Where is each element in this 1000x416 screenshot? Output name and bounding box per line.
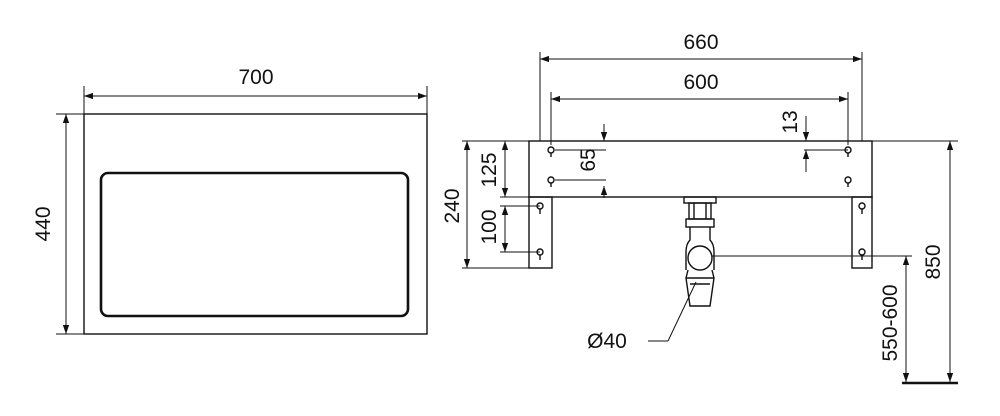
right-bracket-leg (851, 196, 873, 269)
siphon-trap (683, 196, 717, 307)
dim240-label: 240 (441, 188, 464, 223)
keyhole-slot-mid-right (844, 176, 852, 187)
dim600-label: 600 (683, 71, 718, 94)
dim660-label: 660 (683, 31, 718, 54)
keyhole-slot-mid-left (547, 176, 555, 187)
side-view: 660 600 13 65 240 125 100 850 (441, 31, 958, 385)
front-inner-basin (99, 171, 410, 318)
keyhole-slot-leg-right-bottom (858, 248, 866, 260)
keyhole-slot-top-left (547, 146, 555, 157)
left-bracket-leg (528, 196, 553, 269)
dim125-label: 125 (478, 152, 501, 187)
drain-diameter-label: Ø40 (587, 330, 627, 353)
front-height-label: 440 (32, 206, 55, 241)
keyhole-slot-leg-left-top (536, 202, 544, 214)
dim850-label: 850 (922, 244, 945, 279)
front-view: 700 440 (32, 66, 428, 335)
drain-diameter-leader-diag (667, 281, 697, 342)
keyhole-slot-leg-left-bottom (536, 248, 544, 260)
dim100-label: 100 (478, 209, 501, 244)
dim65-label: 65 (577, 148, 600, 171)
keyhole-slot-leg-right-top (858, 202, 866, 214)
front-outer-frame (83, 113, 428, 335)
dim550-label: 550-600 (879, 284, 902, 361)
keyhole-slot-top-right (844, 146, 852, 157)
dim13-label: 13 (779, 110, 802, 133)
front-width-label: 700 (238, 66, 273, 89)
